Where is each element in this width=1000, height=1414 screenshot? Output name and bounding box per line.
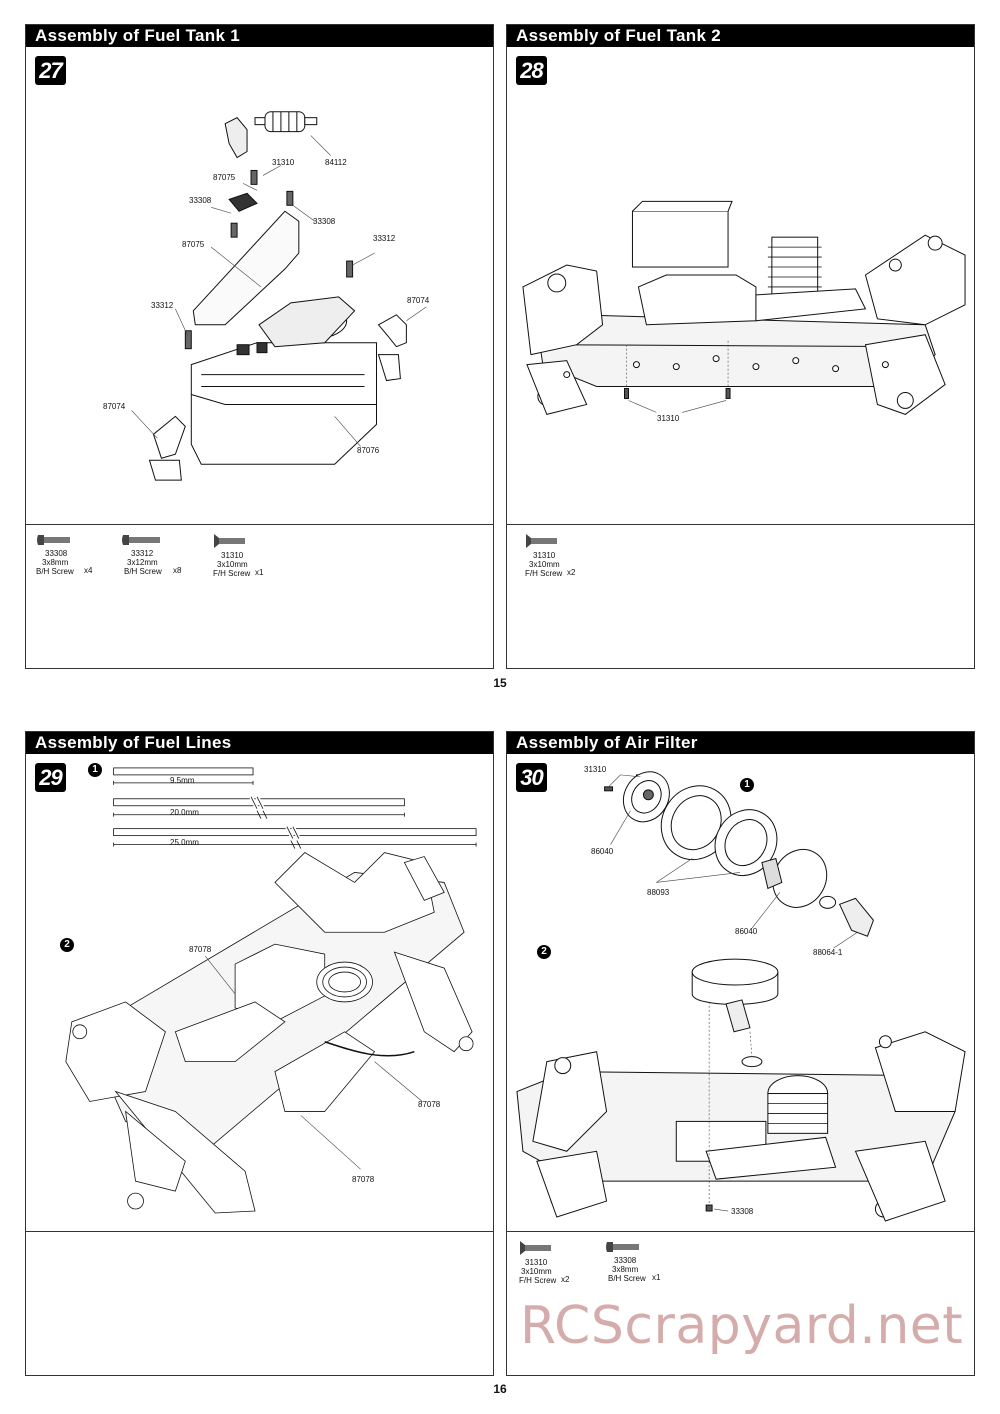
- callout-86040: 86040: [591, 847, 614, 856]
- hardware-size: 3x10mm: [521, 1267, 552, 1276]
- callout-87076: 87076: [357, 446, 380, 455]
- step-number-badge: 30: [516, 763, 547, 792]
- fuel-tank-exploded-diagram: [131, 111, 427, 481]
- tube-length-label: 20.0mm: [170, 808, 199, 817]
- bh-screw-icon: [122, 535, 160, 545]
- callout-87074: 87074: [407, 296, 430, 305]
- hardware-size: 3x10mm: [217, 560, 248, 569]
- substep-1-badge: 1: [740, 778, 754, 792]
- hardware-type: B/H Screw: [608, 1274, 646, 1283]
- watermark-text: RCScrapyard.net: [520, 1296, 964, 1356]
- hardware-type: F/H Screw: [519, 1276, 557, 1285]
- callout-84112: 84112: [325, 158, 347, 167]
- tube-length-label: 9.5mm: [170, 776, 195, 785]
- callout-33308: 33308: [731, 1207, 754, 1216]
- hardware-type: B/H Screw: [36, 567, 74, 576]
- chassis-fuel-tank-diagram: [522, 200, 966, 415]
- hardware-item: 33308 3x8mm B/H Screw: [605, 1241, 646, 1283]
- hardware-qty: x2: [567, 568, 576, 577]
- callout-87075: 87075: [182, 240, 205, 249]
- substep-2-badge: 2: [60, 938, 74, 952]
- callout-87074: 87074: [103, 402, 126, 411]
- hardware-divider: [26, 524, 493, 525]
- substep-2-badge: 2: [537, 945, 551, 959]
- callout-31310: 31310: [584, 765, 607, 774]
- hardware-part: 31310: [525, 1258, 548, 1267]
- callout-87078: 87078: [418, 1100, 441, 1109]
- hardware-qty: x1: [652, 1273, 661, 1282]
- callout-88064-1: 88064-1: [813, 948, 843, 957]
- hardware-size: 3x12mm: [127, 558, 158, 567]
- step-title: Assembly of Fuel Lines: [26, 732, 493, 754]
- hardware-qty: x2: [561, 1275, 570, 1284]
- callout-33312: 33312: [151, 301, 174, 310]
- hardware-size: 3x8mm: [612, 1265, 639, 1274]
- fh-screw-icon: [526, 534, 557, 548]
- bh-screw-icon: [37, 535, 70, 545]
- hardware-part: 31310: [533, 551, 556, 560]
- callout-31310: 31310: [657, 414, 680, 423]
- hardware-part: 31310: [221, 551, 244, 560]
- hardware-item: 33308 3x8mm B/H Screw: [36, 534, 74, 576]
- step-title: Assembly of Fuel Tank 2: [507, 25, 974, 47]
- callout-88093: 88093: [647, 888, 670, 897]
- tube-length-label: 25.0mm: [170, 838, 199, 847]
- hardware-item: 33312 3x12mm B/H Screw: [121, 534, 162, 576]
- bh-screw-icon: [606, 1242, 639, 1252]
- hardware-divider: [507, 524, 974, 525]
- air-filter-exploded-diagram: [516, 771, 966, 1222]
- hardware-qty: x4: [84, 566, 93, 575]
- callout-33312: 33312: [373, 234, 396, 243]
- step-28-panel: Assembly of Fuel Tank 2 28: [506, 24, 975, 669]
- hardware-type: B/H Screw: [124, 567, 162, 576]
- page-number: 16: [493, 1382, 507, 1396]
- hardware-size: 3x8mm: [42, 558, 69, 567]
- callout-87078: 87078: [352, 1175, 375, 1184]
- step-number-badge: 27: [35, 56, 66, 85]
- substep-1-badge: 1: [88, 763, 102, 777]
- fuel-line-diagram: [65, 767, 477, 1214]
- hardware-type: F/H Screw: [213, 569, 251, 578]
- step-29-panel: Assembly of Fuel Lines 29 1 2: [25, 731, 494, 1376]
- step-27-panel: Assembly of Fuel Tank 1 27: [25, 24, 494, 669]
- hardware-qty: x8: [173, 566, 182, 575]
- hardware-divider: [26, 1231, 493, 1232]
- fh-screw-icon: [520, 1241, 551, 1255]
- callout-33308: 33308: [189, 196, 212, 205]
- callout-33308: 33308: [313, 217, 336, 226]
- hardware-item: 31310 3x10mm F/H Screw: [519, 1241, 556, 1285]
- callout-31310: 31310: [272, 158, 295, 167]
- callout-87075: 87075: [213, 173, 236, 182]
- hardware-item: 31310 3x10mm F/H Screw: [213, 534, 250, 578]
- step-title: Assembly of Fuel Tank 1: [26, 25, 493, 47]
- step-number-badge: 28: [516, 56, 547, 85]
- hardware-part: 33312: [131, 549, 154, 558]
- step-title: Assembly of Air Filter: [507, 732, 974, 754]
- callout-86040: 86040: [735, 927, 758, 936]
- page-number: 15: [493, 676, 507, 690]
- fh-screw-icon: [214, 534, 245, 548]
- step-30-panel: Assembly of Air Filter 30 1 2: [506, 731, 975, 1376]
- hardware-size: 3x10mm: [529, 560, 560, 569]
- hardware-item: 31310 3x10mm F/H Screw: [525, 534, 562, 578]
- hardware-part: 33308: [614, 1256, 637, 1265]
- step-number-badge: 29: [35, 763, 66, 792]
- hardware-qty: x1: [255, 568, 264, 577]
- callout-87078: 87078: [189, 945, 212, 954]
- hardware-divider: [507, 1231, 974, 1232]
- hardware-part: 33308: [45, 549, 68, 558]
- hardware-type: F/H Screw: [525, 569, 563, 578]
